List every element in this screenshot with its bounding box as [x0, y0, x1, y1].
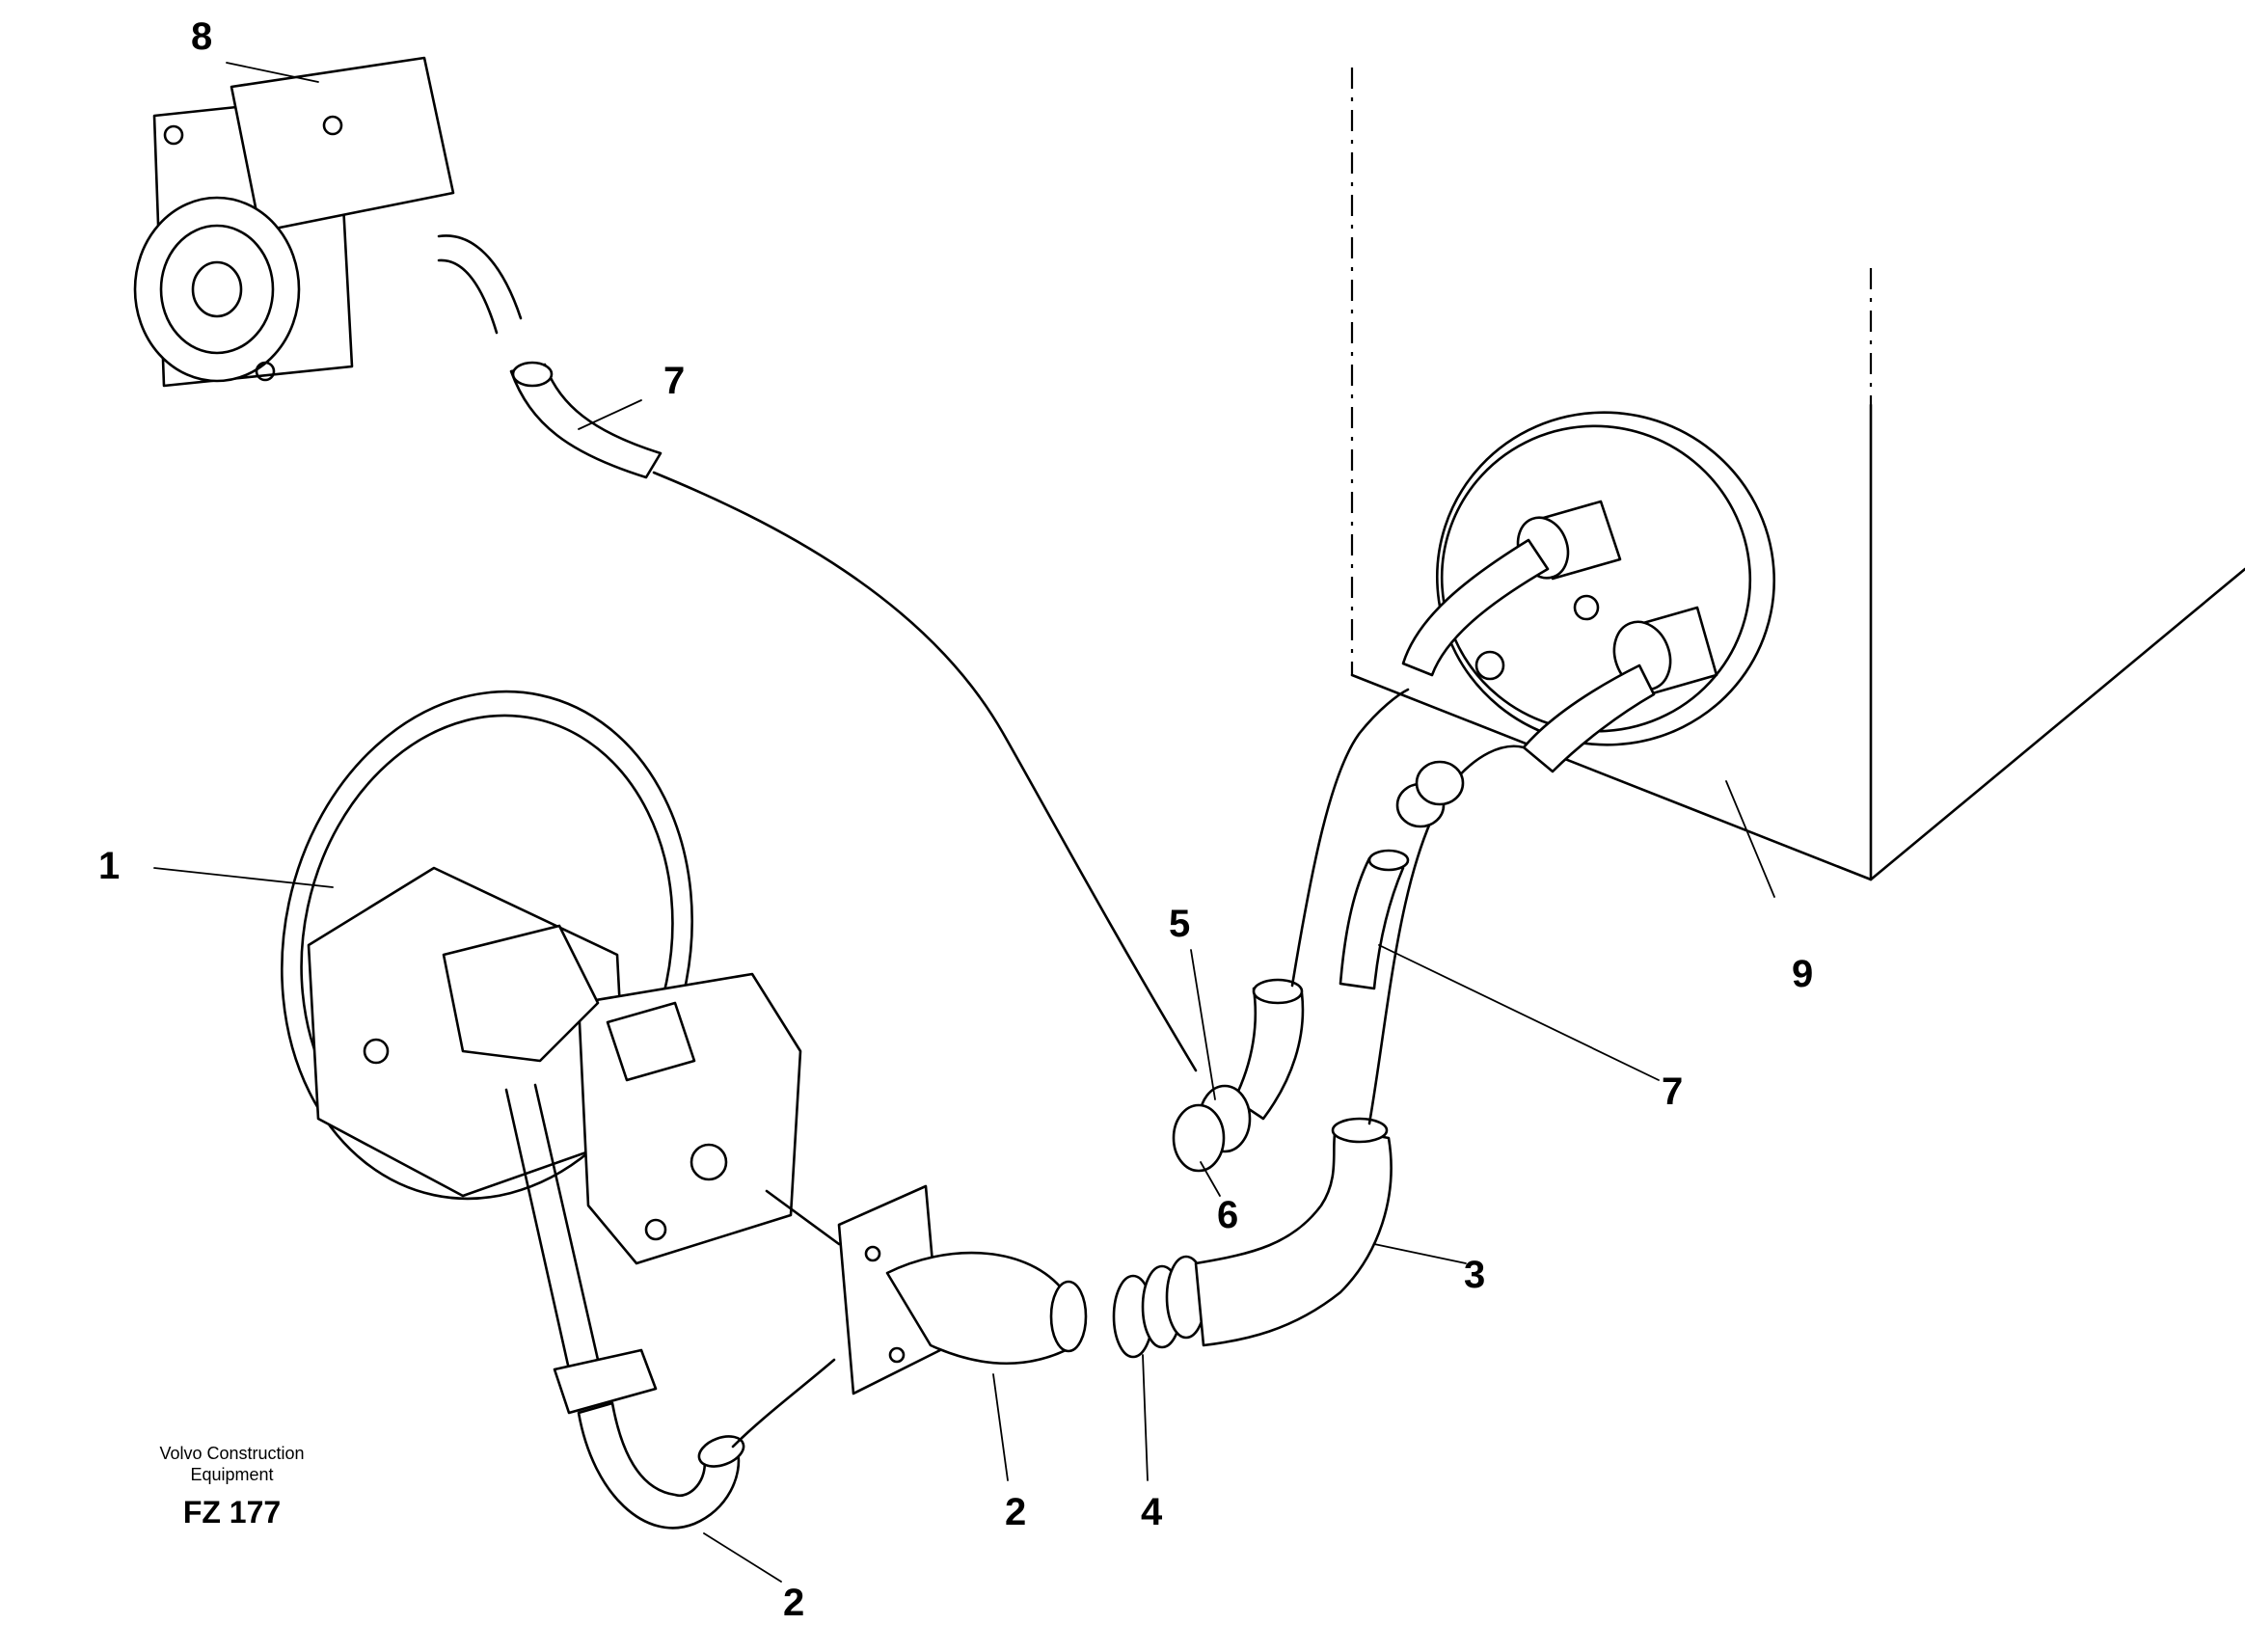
- credit-block: Volvo Construction Equipment FZ 177: [133, 1443, 331, 1530]
- callout-hose-7-upper: 7: [663, 360, 686, 402]
- suction-pipe-upper: [765, 1184, 1088, 1395]
- hose-3: [1194, 745, 1526, 1347]
- callout-gear-pump: 8: [191, 15, 213, 58]
- gear-pump: [133, 56, 523, 388]
- hose-7-upper: [509, 361, 1198, 1072]
- callout-clamp-5: 5: [1169, 903, 1191, 945]
- credit-company: Volvo Construction: [159, 1444, 305, 1463]
- hose-7-lower: [1339, 760, 1465, 990]
- credit-division: Equipment: [190, 1465, 274, 1484]
- callout-suction-pipe-lower: 2: [783, 1582, 805, 1624]
- callout-tank: 9: [1792, 953, 1814, 995]
- leader-lines: [153, 62, 1660, 1583]
- callout-clamp-6: 6: [1217, 1194, 1239, 1236]
- clamp-4: [1112, 1255, 1207, 1359]
- main-pump-assembly: [281, 690, 802, 1415]
- callout-clamp-4: 4: [1141, 1491, 1163, 1533]
- suction-pipe-lower: [577, 1358, 836, 1530]
- callout-hose-3: 3: [1464, 1254, 1486, 1296]
- callout-suction-pipe-upper: 2: [1005, 1491, 1027, 1533]
- callout-pump-flange: 1: [98, 845, 121, 887]
- clamp-5-6: [1172, 688, 1410, 1173]
- callout-hose-7-lower: 7: [1662, 1070, 1684, 1113]
- hydraulic-tank: [1350, 68, 2245, 898]
- figure-code: FZ 177: [182, 1495, 282, 1530]
